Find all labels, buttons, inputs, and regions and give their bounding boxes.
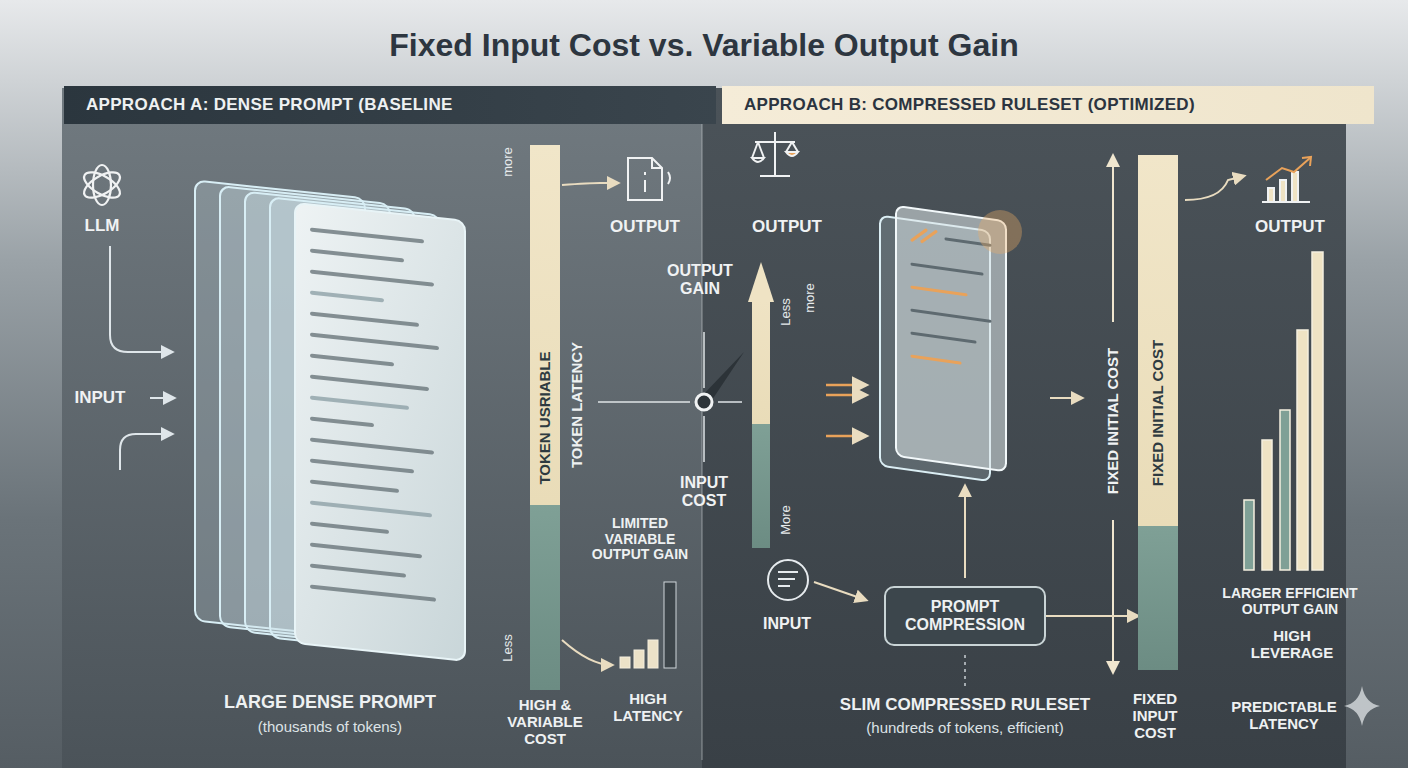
text-label: INPUT (763, 615, 811, 633)
diagram-title: Fixed Input Cost vs. Variable Output Gai… (389, 28, 1018, 64)
text-label: TOKEN LATENCY (569, 342, 586, 468)
text-label: OUTPUT GAIN (655, 262, 745, 298)
text-label: HIGH LATENCY (608, 691, 688, 725)
text-label: HIGH LEVERAGE (1232, 628, 1352, 662)
node-text: APPROACH B: COMPRESSED RULESET (OPTIMIZE… (722, 86, 1374, 115)
text-label: PREDICTABLE LATENCY (1219, 699, 1349, 733)
text-label: Less (501, 634, 516, 661)
text-label: (thousands of tokens) (258, 719, 402, 736)
node-text: FIXED INITIAL COST (1149, 339, 1166, 485)
text-label: LIMITED VARIABLE OUTPUT GAIN (580, 516, 700, 563)
text-label: OUTPUT (752, 217, 822, 236)
token-bar: TOKEN USRIABLE (530, 145, 560, 690)
text-label: INPUT (75, 388, 126, 407)
node-text: TOKEN USRIABLE (536, 351, 553, 484)
cost-bar: FIXED INITIAL COST (1138, 155, 1178, 670)
text-label: LLM (85, 216, 120, 235)
node-text: PROMPT COMPRESSION (900, 598, 1030, 635)
node-text: APPROACH A: DENSE PROMPT (BASELINE (64, 86, 716, 115)
text-label: SLIM COMPRESSED RULESET (840, 695, 1090, 714)
text-label: OUTPUT (1255, 217, 1325, 236)
text-label: OUTPUT (610, 217, 680, 236)
connector-arrow (1046, 615, 1138, 617)
panel-header: APPROACH B: COMPRESSED RULESET (OPTIMIZE… (722, 86, 1374, 124)
text-label: FIXED INPUT COST (1115, 691, 1195, 741)
text-label: Less (779, 298, 794, 325)
text-label: FIXED INITIAL COST (1105, 348, 1122, 494)
text-label: LARGER EFFICIENT OUTPUT GAIN (1220, 586, 1360, 617)
text-label: HIGH & VARIABLE COST (490, 697, 600, 747)
text-label: more (803, 283, 818, 313)
text-label: more (501, 147, 516, 177)
text-label: More (779, 505, 794, 535)
text-label: INPUT COST (664, 474, 744, 510)
text-label: LARGE DENSE PROMPT (224, 692, 436, 712)
text-label: (hundreds of tokens, efficient) (866, 720, 1063, 737)
panel-header: APPROACH A: DENSE PROMPT (BASELINE (64, 86, 716, 124)
process-box: PROMPT COMPRESSION (884, 586, 1046, 646)
